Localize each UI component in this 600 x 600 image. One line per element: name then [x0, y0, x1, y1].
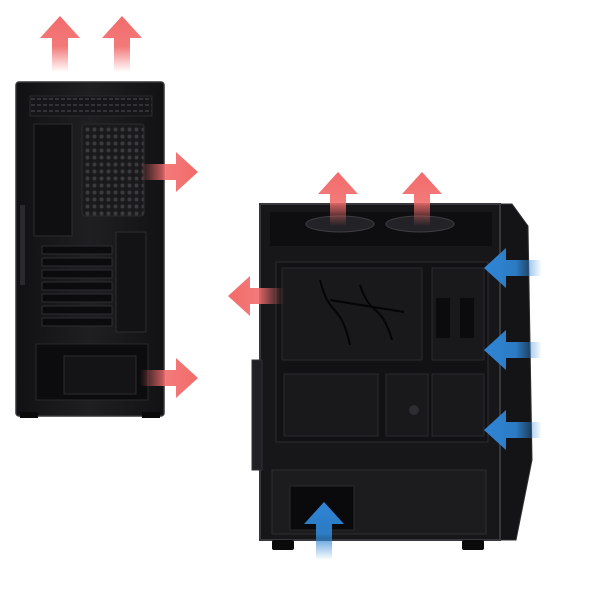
side-foot-left [272, 540, 294, 550]
airflow-arrows [40, 16, 542, 560]
exhaust-arrow-side-top-2 [402, 172, 442, 226]
psu-unit [63, 355, 137, 395]
exhaust-arrow-top-2 [102, 16, 142, 72]
rear-foot-right [142, 412, 160, 418]
exhaust-arrow-top-1 [40, 16, 80, 72]
cpu-cutout [281, 267, 423, 361]
grommet-1 [436, 298, 450, 338]
mount-hole [409, 405, 419, 415]
drive-bay-2 [385, 373, 429, 437]
rear-top-vent [29, 95, 153, 117]
drive-bay-3 [431, 373, 485, 437]
top-fan-area [270, 212, 492, 246]
exhaust-arrow-side-top-1 [318, 172, 358, 226]
intake-arrow-bottom [304, 502, 344, 560]
side-rail [251, 359, 263, 471]
intake-arrow-front-3 [484, 410, 542, 450]
drive-bay-1 [283, 373, 379, 437]
rear-fan-mesh [81, 123, 145, 217]
pc-case-rear-view [15, 81, 165, 418]
side-foot-right [462, 540, 484, 550]
rear-edge-rail [20, 205, 25, 285]
io-shield-area [33, 123, 73, 237]
exhaust-arrow-side-rear [228, 276, 284, 316]
exhaust-arrow-rear-psu [140, 358, 198, 398]
exhaust-arrow-rear-fan [140, 152, 198, 192]
pc-case-side-view [251, 203, 533, 550]
grommet-2 [460, 298, 474, 338]
rear-foot-left [20, 412, 38, 418]
cables [319, 279, 405, 346]
expansion-slots [41, 245, 113, 327]
intake-arrow-front-1 [484, 248, 542, 288]
vertical-gpu-bracket [115, 231, 147, 333]
intake-arrow-front-2 [484, 330, 542, 370]
